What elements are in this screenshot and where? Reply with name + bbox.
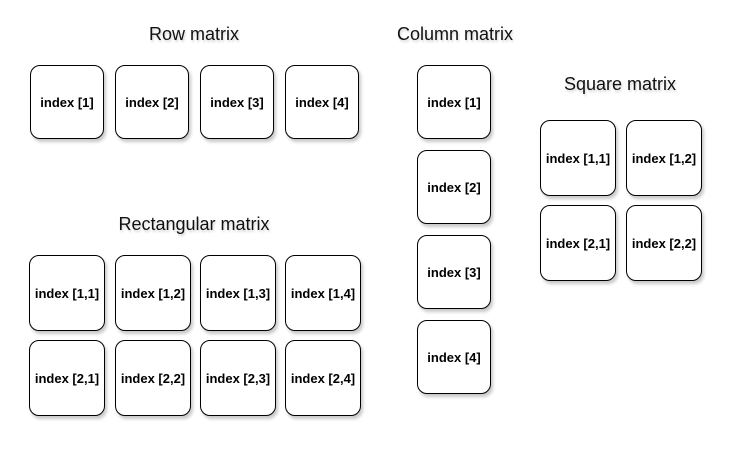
rectangular-matrix-cell: index [1,1]: [29, 255, 105, 331]
square-matrix-title: Square matrix: [563, 74, 677, 94]
rectangular-matrix-title: Rectangular matrix: [118, 214, 270, 234]
rectangular-matrix-cell: index [2,2]: [115, 340, 191, 416]
column-matrix-title: Column matrix: [396, 24, 514, 44]
column-matrix-cell: index [3]: [417, 235, 491, 309]
rectangular-matrix-cell: index [2,4]: [285, 340, 361, 416]
row-matrix-cell: index [1]: [30, 65, 104, 139]
rectangular-matrix-cell: index [1,4]: [285, 255, 361, 331]
rectangular-matrix-cell: index [2,1]: [29, 340, 105, 416]
rectangular-matrix-cell: index [2,3]: [200, 340, 276, 416]
square-matrix-cell: index [1,1]: [540, 120, 616, 196]
row-matrix-cell: index [2]: [115, 65, 189, 139]
column-matrix-cell: index [2]: [417, 150, 491, 224]
row-matrix-cell: index [4]: [285, 65, 359, 139]
rectangular-matrix-cell: index [1,3]: [200, 255, 276, 331]
square-matrix-cell: index [2,1]: [540, 205, 616, 281]
rectangular-matrix-cell: index [1,2]: [115, 255, 191, 331]
row-matrix-title: Row matrix: [148, 24, 240, 44]
row-matrix-cell: index [3]: [200, 65, 274, 139]
column-matrix-cell: index [4]: [417, 320, 491, 394]
column-matrix-cell: index [1]: [417, 65, 491, 139]
square-matrix-cell: index [2,2]: [626, 205, 702, 281]
square-matrix-cell: index [1,2]: [626, 120, 702, 196]
